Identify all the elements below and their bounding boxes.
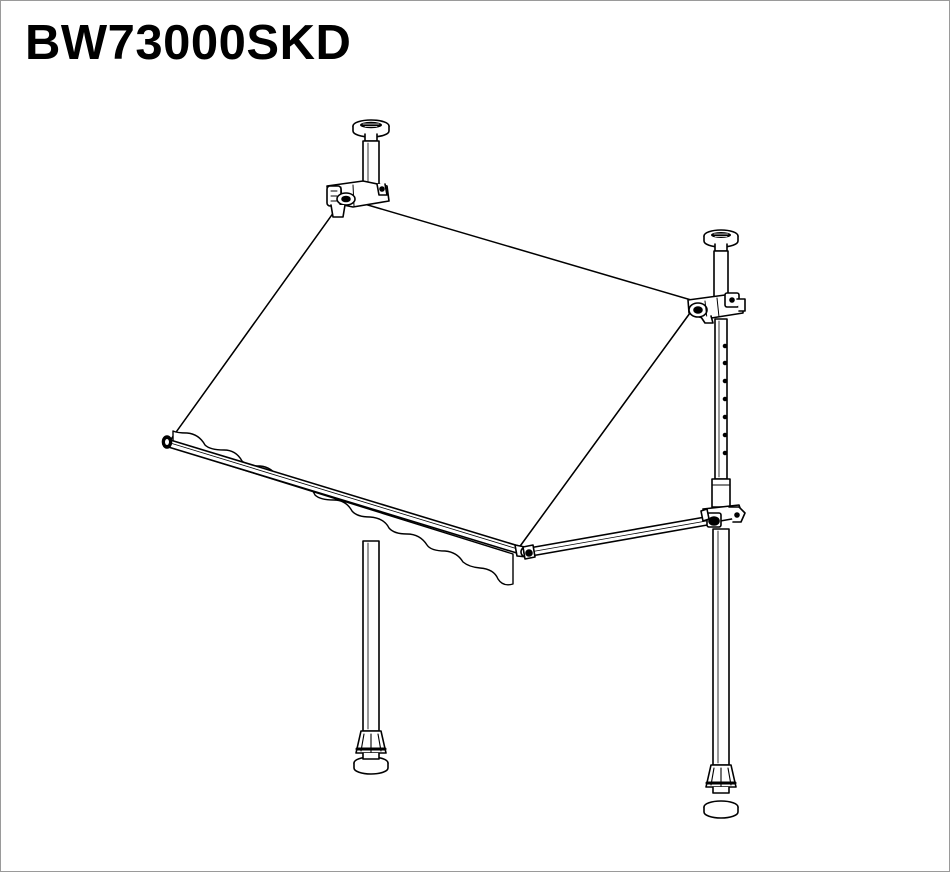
- model-number-title: BW73000SKD: [25, 16, 352, 70]
- right-upper-bracket: [687, 292, 746, 324]
- left-upper-pole: [352, 119, 390, 194]
- right-arm-clamp: [700, 504, 746, 528]
- awning-canopy: [168, 197, 699, 550]
- left-lower-pole: [353, 540, 389, 775]
- support-arm: [522, 515, 714, 560]
- left-upper-bracket: [326, 180, 390, 218]
